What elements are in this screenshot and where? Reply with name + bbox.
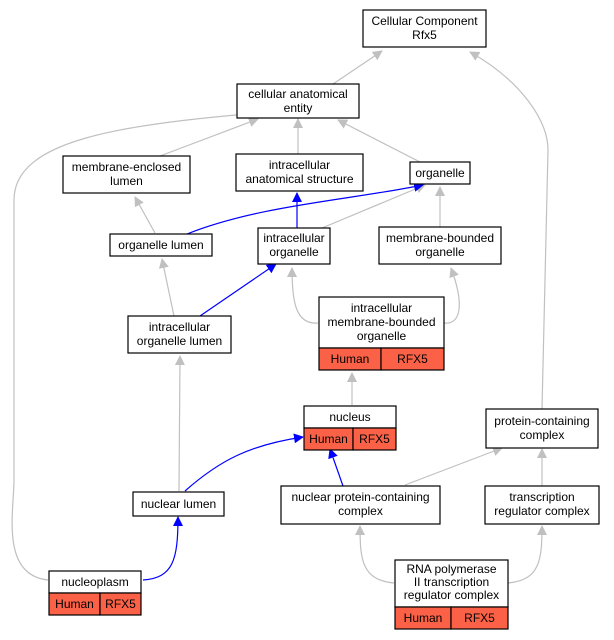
node-label-line: complex (520, 428, 565, 442)
edge-rnap-to-npcc (355, 525, 395, 584)
node-membrane-enclosed-lumen[interactable]: membrane-enclosed lumen (62, 155, 191, 194)
edge-orglum-to-org (186, 181, 424, 235)
node-label-line: entity (284, 101, 313, 115)
annotation-rfx5-label: RFX5 (397, 352, 428, 366)
node-label-line: organelle lumen (118, 238, 203, 252)
node-label-line: nuclear lumen (141, 497, 216, 511)
annotation-human-label: Human (331, 352, 370, 366)
node-label-line: protein-containing (494, 414, 589, 428)
node-label-line: organelle (269, 245, 319, 259)
node-organelle-lumen[interactable]: organelle lumen (109, 233, 213, 257)
edge-npcc-to-nucleus (328, 448, 344, 487)
annotation-rfx5-label: RFX5 (359, 432, 390, 446)
edge-imbo-to-mbo (443, 267, 460, 324)
edge-mel-to-cae (159, 117, 259, 157)
node-label-line: RNA polymerase (406, 562, 496, 576)
node-label-line: membrane-bounded (327, 315, 435, 329)
node-label-line: organelle (415, 166, 465, 180)
gray-edges (11, 50, 549, 584)
node-intracellular-membrane-bounded-organelle[interactable]: intracellular membrane-bounded organelle… (318, 296, 445, 371)
node-membrane-bounded-organelle[interactable]: membrane-bounded organelle (378, 226, 502, 265)
node-label-line: intracellular (269, 158, 330, 172)
edge-np-to-nlum (142, 516, 183, 581)
annotation-cell-rfx5 (99, 592, 142, 616)
node-label-line: lumen (110, 174, 143, 188)
node-label-line: membrane-bounded (386, 231, 494, 245)
node-cellular-anatomical-entity[interactable]: cellular anatomical entity (236, 83, 360, 119)
node-label-line: cellular anatomical (248, 87, 347, 101)
annotation-human-label: Human (55, 597, 94, 611)
edge-pcc-to-root (469, 51, 549, 410)
node-rna-polymerase-ii-transcription-regulator-complex[interactable]: RNA polymerase II transcription regulato… (394, 559, 509, 630)
node-label-line: regulator complex (494, 504, 589, 518)
annotation-rfx5-label: RFX5 (105, 597, 136, 611)
node-label-line: regulator complex (404, 588, 499, 602)
edge-iol-to-iorg (199, 263, 277, 317)
node-label-line: anatomical structure (245, 172, 353, 186)
node-label-line: nucleoplasm (61, 575, 128, 589)
node-label-line: organelle lumen (137, 334, 222, 348)
node-intracellular-anatomical-structure[interactable]: intracellular anatomical structure (235, 153, 364, 192)
node-label-line: membrane-enclosed (72, 160, 181, 174)
node-label-line: organelle (357, 329, 407, 343)
edge-np-to-cae (11, 108, 259, 581)
annotation-cell-rfx5 (380, 347, 445, 371)
node-nuclear-protein-containing-complex[interactable]: nuclear protein-containing complex (280, 485, 441, 525)
node-label-line: intracellular (149, 320, 210, 334)
node-label-line: organelle (415, 245, 465, 259)
edge-nlum-to-nucleus (184, 433, 304, 492)
annotation-human-label: Human (309, 432, 348, 446)
node-label-line: transcription (509, 490, 574, 504)
node-intracellular-organelle[interactable]: intracellular organelle (257, 227, 331, 265)
annotation-human-label: Human (404, 611, 443, 625)
node-protein-containing-complex[interactable]: protein-containing complex (485, 408, 599, 449)
node-label-line: Rfx5 (412, 28, 437, 42)
blue-edges (142, 181, 424, 581)
node-nucleoplasm[interactable]: nucleoplasm Human RFX5 (48, 570, 142, 616)
node-transcription-regulator-complex[interactable]: transcription regulator complex (484, 485, 600, 525)
edge-org-to-cae (337, 119, 421, 163)
node-label-line: nuclear protein-containing (291, 490, 429, 504)
node-nuclear-lumen[interactable]: nuclear lumen (132, 491, 225, 517)
node-label-line: II transcription (414, 575, 489, 589)
annotation-cell-rfx5 (450, 606, 509, 630)
node-label-line: nucleus (329, 410, 370, 424)
edge-iol-to-orglum (158, 258, 175, 317)
node-label-line: intracellular (351, 301, 412, 315)
node-nucleus[interactable]: nucleus Human RFX5 (303, 405, 397, 451)
node-label-line: Cellular Component (371, 14, 478, 28)
edge-iorg-to-org (321, 183, 426, 229)
edge-imbo-to-iorg (287, 267, 319, 324)
edge-npcc-to-pcc (404, 446, 503, 486)
node-organelle[interactable]: organelle (409, 161, 471, 185)
edge-nlum-to-iol (174, 355, 185, 492)
annotation-cell-rfx5 (352, 427, 397, 451)
edge-orglum-to-mel (134, 196, 156, 234)
node-label-line: intracellular (263, 231, 324, 245)
node-label-line: complex (338, 504, 383, 518)
node-intracellular-organelle-lumen[interactable]: intracellular organelle lumen (127, 315, 232, 354)
node-cellular-component-rfx5[interactable]: Cellular Component Rfx5 (362, 9, 487, 48)
edge-rnap-to-trc (507, 525, 547, 584)
annotation-rfx5-label: RFX5 (464, 611, 495, 625)
edge-cae-to-root (332, 50, 383, 85)
